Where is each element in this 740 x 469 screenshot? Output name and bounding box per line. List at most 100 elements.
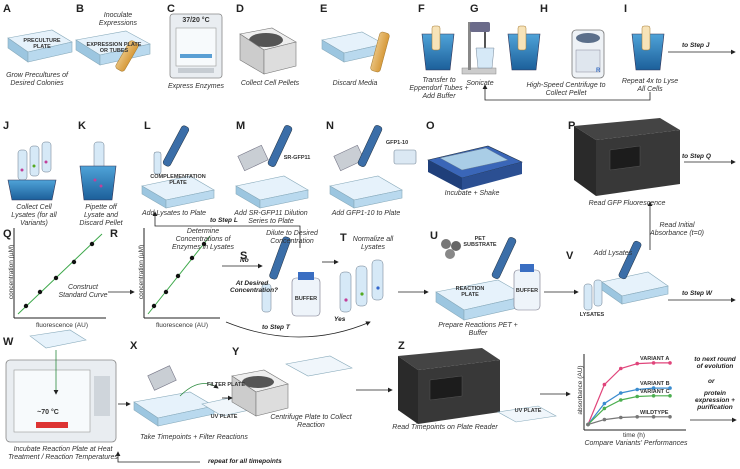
q-point: [37, 289, 43, 295]
step-letter: G: [470, 3, 479, 15]
centrifuge-r-mark: R: [596, 68, 601, 74]
series-label: WILDTYPE: [640, 410, 669, 416]
series-point: [635, 394, 639, 399]
to-step-l: to Step L: [210, 217, 238, 224]
step-m-plate: [235, 125, 309, 209]
series-point: [602, 417, 607, 422]
repeat-label: repeat for all timepoints: [208, 458, 282, 465]
row2-arrows: [152, 159, 736, 248]
step-h-centrifuge: R: [571, 29, 605, 79]
step-letter: Z: [398, 340, 405, 352]
step-letter: U: [430, 230, 438, 242]
series-point: [651, 361, 656, 365]
gfp1-10-label: GFP1-10: [385, 140, 409, 146]
step-t-tubes: [339, 259, 384, 313]
std-curve-r: [143, 228, 220, 319]
step-f-beaker: [421, 25, 455, 71]
q-y-axis-label: concentration (µM): [8, 244, 15, 300]
caption-h: High-Speed Centrifuge to Collect Pellet: [526, 82, 606, 97]
caption-e: Discard Media: [332, 80, 378, 87]
step-letter: R: [110, 228, 118, 240]
series-point: [586, 422, 590, 427]
step-letter: C: [167, 3, 175, 15]
q-x-axis-label: fluorescence (AU): [35, 322, 89, 329]
series-point: [668, 415, 672, 419]
series-line-2: [587, 395, 670, 425]
series-point: [619, 398, 623, 402]
series-point: [635, 361, 639, 366]
caption-q: Construct Standard Curve: [58, 284, 108, 299]
caption-c: Express Enzymes: [167, 83, 225, 90]
step-letter: N: [326, 120, 334, 132]
step-p-reader: [574, 118, 680, 196]
uv-plate-label-2: UV PLATE: [514, 408, 542, 414]
caption-p: Read GFP Fluorescence: [588, 200, 666, 207]
uv-plate-label: UV PLATE: [210, 414, 238, 420]
row3-arrows: [108, 201, 736, 338]
step-letter: E: [320, 3, 328, 15]
caption-l: Add Lysates to Plate: [141, 210, 207, 217]
row1-arrows: [482, 49, 736, 101]
step-letter: W: [3, 336, 14, 348]
step-letter: M: [236, 120, 246, 132]
series-line-1: [587, 387, 670, 425]
question-label: At Desired Concentration?: [230, 280, 279, 294]
step-c-incubator: [169, 13, 223, 79]
sr-gfp11-label: SR-GFP11: [283, 155, 311, 161]
series-point: [651, 415, 656, 419]
r-y-axis-label: concentration (µM): [138, 244, 145, 300]
step-letter: F: [418, 3, 425, 15]
caption-u: Prepare Reactions PET + Buffer: [438, 322, 518, 337]
filter-plate-label: FILTER PLATE: [207, 382, 245, 388]
step-g-sonicator: [461, 22, 497, 75]
caption-g: Sonicate: [466, 80, 494, 87]
caption-a: Grow Precultures of Desired Colonies: [6, 72, 68, 87]
step-n-plate: [329, 125, 417, 209]
caption-r: Determine Concentrations of Enzymes in L…: [171, 228, 235, 251]
series-label: VARIANT A: [640, 356, 669, 362]
step-w-oven: [5, 329, 117, 443]
caption-w: Incubate Reaction Plate at Heat Treatmen…: [8, 446, 118, 461]
caption-v-read: Read Initial Absorbance (t=0): [650, 222, 704, 237]
step-y-centrifuge: [231, 355, 353, 417]
r-point: [151, 303, 157, 309]
r-x-axis-label: fluorescence (AU): [155, 322, 209, 329]
r-point: [189, 255, 195, 261]
step-letter: B: [76, 3, 84, 15]
complementation-plate-label: COMPLEMENTATION PLATE: [150, 174, 206, 186]
series-point: [602, 382, 607, 387]
series-line-0: [587, 362, 670, 425]
r-point: [201, 241, 207, 247]
step-a-plate: [7, 29, 73, 63]
or-label: or: [708, 378, 715, 385]
series-point: [619, 415, 623, 420]
step-h-beaker: [507, 25, 541, 71]
incubator-temp: 37/20 °C: [182, 17, 210, 24]
step-l-plate: [141, 125, 215, 209]
step-letter: T: [340, 232, 347, 244]
to-step-q: to Step Q: [682, 153, 711, 160]
step-s-items: [261, 236, 321, 317]
next-round-label: to next round of evolution: [694, 356, 736, 370]
caption-b: Inoculate Expressions: [98, 12, 138, 27]
step-letter: D: [236, 3, 244, 15]
q-point: [23, 303, 29, 309]
row4-arrows: [115, 387, 737, 463]
no-label: No: [240, 257, 249, 264]
step-z-reader: [398, 348, 557, 424]
series-point: [668, 394, 672, 398]
step-j-tubes: [7, 141, 57, 201]
step-letter: Q: [3, 228, 12, 240]
step-letter: H: [540, 3, 548, 15]
caption-j: Collect Cell Lysates (for all Variants): [11, 204, 57, 227]
next-purification-label: protein expression + purification: [695, 390, 735, 411]
step-u-items: [435, 237, 541, 321]
series-line-3: [587, 416, 670, 426]
pet-substrate-label: PET SUBSTRATE: [463, 236, 497, 248]
series-point: [668, 386, 672, 390]
caption-d: Collect Cell Pellets: [240, 80, 300, 87]
step-letter: J: [3, 120, 10, 132]
series-point: [602, 406, 607, 411]
caption-k: Pipette off Lysate and Discard Pellet: [79, 204, 123, 227]
